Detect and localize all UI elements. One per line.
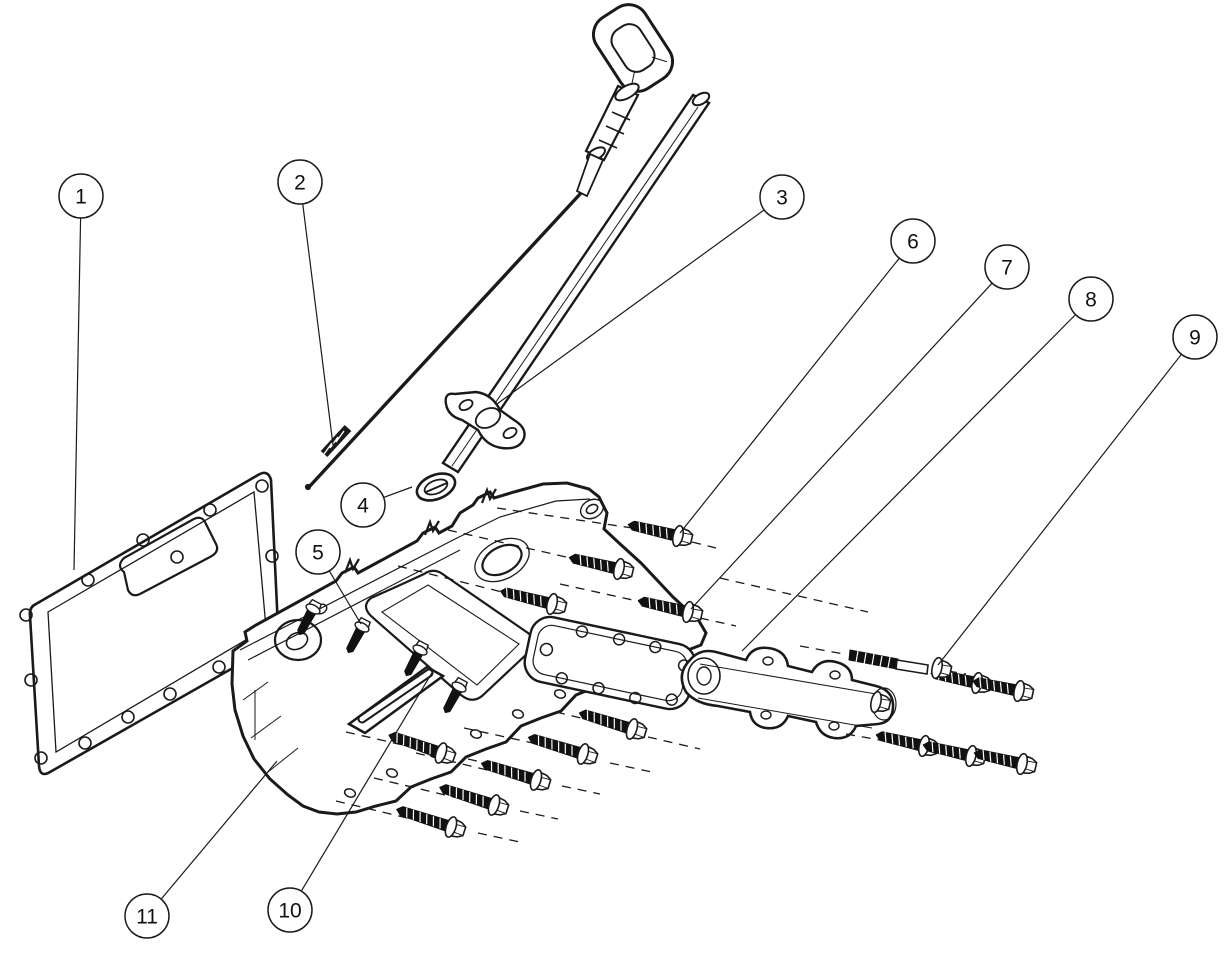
flange-bolt — [499, 587, 568, 616]
callout-number: 6 — [907, 231, 919, 254]
flange-bolt — [388, 731, 457, 764]
dashed-assembly-line — [647, 736, 701, 750]
callout-balloon-11[interactable]: 11 — [124, 893, 170, 939]
flange-bolt — [396, 806, 467, 838]
callout-balloon-1[interactable]: 1 — [58, 173, 104, 219]
callout-balloons: 1 2 3 4 5 6 7 8 9 10 11 — [58, 159, 1218, 939]
callout-number: 5 — [312, 542, 324, 565]
dashed-assembly-line — [447, 529, 589, 563]
oil-nozzle-fitting — [404, 639, 430, 677]
flange-bolt — [637, 596, 704, 624]
flange-bolt — [527, 733, 599, 765]
callout-number: 2 — [294, 172, 306, 195]
leader-line-1 — [73, 217, 82, 571]
dashed-assembly-line — [345, 731, 417, 749]
callout-balloon-10[interactable]: 10 — [267, 887, 313, 933]
leader-line-5 — [328, 570, 362, 625]
flange-bolt — [627, 520, 694, 548]
leader-line-8 — [741, 314, 1076, 652]
dashed-assembly-line — [561, 785, 601, 795]
flange-bolt — [973, 749, 1038, 776]
leader-line-4 — [383, 486, 413, 498]
callout-balloon-6[interactable]: 6 — [890, 218, 936, 264]
end-cover — [680, 646, 929, 740]
dashed-assembly-line — [699, 617, 737, 627]
callout-balloon-2[interactable]: 2 — [277, 159, 323, 205]
flange-bolt — [439, 784, 510, 816]
callout-balloon-7[interactable]: 7 — [984, 244, 1030, 290]
large-gasket — [19, 471, 284, 776]
oil-nozzle-fitting — [443, 676, 469, 714]
small-gasket — [523, 615, 697, 711]
fastener-hardware — [297, 520, 1038, 838]
callout-number: 3 — [776, 187, 788, 210]
oil-nozzle-fitting — [297, 598, 323, 636]
callout-number: 8 — [1085, 289, 1097, 312]
callout-balloon-5[interactable]: 5 — [295, 529, 341, 575]
dashed-assembly-line — [691, 541, 717, 549]
dashed-assembly-line — [799, 645, 845, 655]
callout-balloon-4[interactable]: 4 — [340, 482, 386, 528]
dashed-assembly-line — [609, 762, 653, 773]
leader-line-11 — [160, 760, 278, 900]
callout-number: 10 — [278, 900, 301, 923]
callout-number: 11 — [136, 906, 158, 929]
leader-line-7 — [690, 282, 993, 610]
tube-seal — [415, 472, 457, 502]
leader-line-6 — [679, 257, 900, 534]
callout-balloon-3[interactable]: 3 — [759, 174, 805, 220]
leader-line-3 — [496, 209, 765, 405]
leader-line-9 — [937, 353, 1182, 666]
dashed-assembly-line — [719, 577, 869, 613]
flange-bolt — [972, 677, 1035, 703]
callout-balloon-8[interactable]: 8 — [1068, 276, 1114, 322]
oil-nozzle-fitting — [346, 616, 372, 654]
callout-number: 1 — [75, 186, 87, 209]
tube-mounting-bracket — [444, 390, 526, 450]
dashed-assembly-line — [519, 810, 559, 820]
retaining-clip-marks — [343, 486, 497, 574]
dashed-assembly-line — [555, 711, 607, 725]
leader-line-10 — [300, 670, 434, 892]
dashed-assembly-line — [397, 565, 527, 599]
leader-line-2 — [302, 203, 334, 446]
callout-number: 7 — [1001, 257, 1013, 280]
flange-bolt — [568, 553, 635, 581]
flange-nut — [870, 690, 892, 714]
callout-number: 9 — [1189, 327, 1201, 350]
callout-number: 4 — [357, 495, 369, 518]
dashed-assembly-line — [477, 832, 521, 843]
callout-balloon-9[interactable]: 9 — [1172, 314, 1218, 360]
flange-bolt — [578, 709, 648, 740]
dipstick — [304, 3, 675, 491]
flange-bolt — [480, 759, 552, 791]
insert-plate — [346, 665, 446, 735]
